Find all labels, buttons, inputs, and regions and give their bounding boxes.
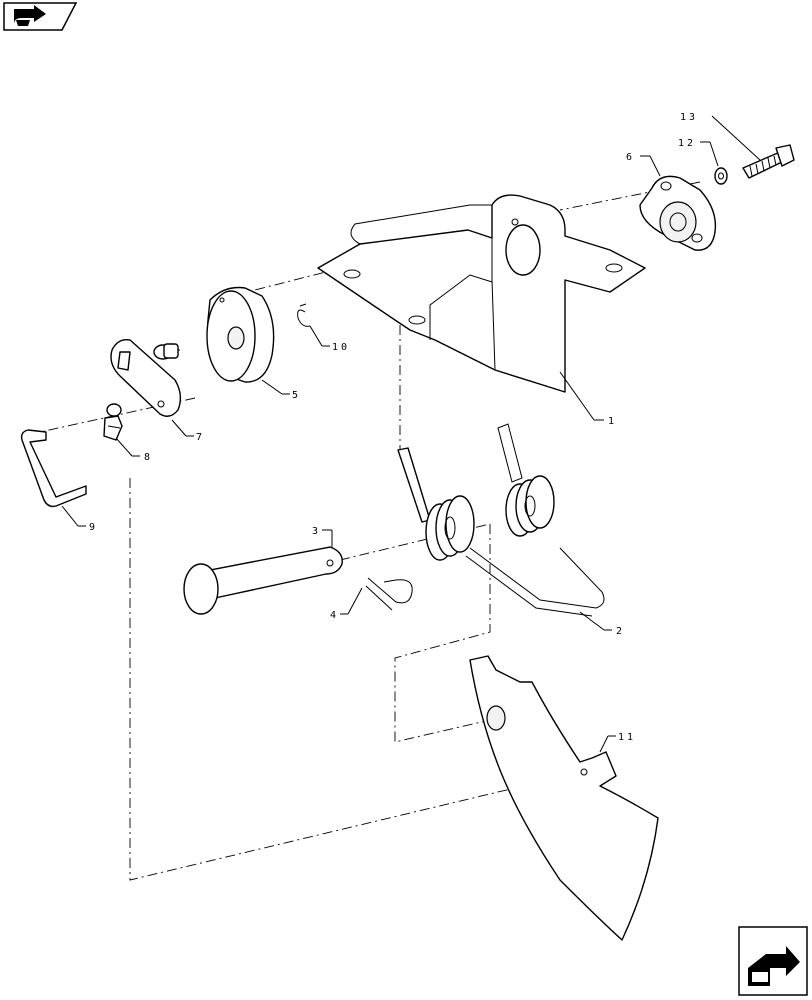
callout-6: 6 xyxy=(626,152,635,163)
callout-9: 9 xyxy=(89,522,98,533)
next-page-button[interactable] xyxy=(738,926,808,996)
callout-5: 5 xyxy=(292,390,301,401)
callout-10: 10 xyxy=(332,342,350,353)
part-8-clamp xyxy=(103,403,123,441)
callout-2: 2 xyxy=(616,626,625,637)
callout-4: 4 xyxy=(330,610,339,621)
part-1-bracket xyxy=(317,194,646,393)
part-11-plate xyxy=(469,655,659,941)
part-7-lever xyxy=(110,339,182,417)
callout-13: 13 xyxy=(680,112,698,123)
callout-labels: 1 2 3 4 5 6 7 8 9 10 11 12 13 xyxy=(89,112,698,743)
part-10-snap-ring xyxy=(297,303,311,327)
part-13-bolt xyxy=(742,144,795,179)
part-9-handle xyxy=(20,429,87,508)
back-arrow-icon xyxy=(14,5,46,26)
callout-11: 11 xyxy=(618,732,636,743)
forward-arrow-icon xyxy=(748,946,800,986)
callout-8: 8 xyxy=(144,452,153,463)
prev-page-button[interactable] xyxy=(3,2,78,31)
callout-12: 12 xyxy=(678,138,696,149)
callout-7: 7 xyxy=(196,432,205,443)
part-12-washer xyxy=(714,167,728,185)
part-5-hub xyxy=(206,286,275,383)
part-6-flange xyxy=(639,175,717,251)
callout-1: 1 xyxy=(608,416,617,427)
part-4-clip xyxy=(365,577,413,611)
part-3-pin xyxy=(183,546,343,615)
part-2-springs xyxy=(397,423,605,617)
callout-3: 3 xyxy=(312,526,321,537)
leader-lines xyxy=(61,115,761,753)
